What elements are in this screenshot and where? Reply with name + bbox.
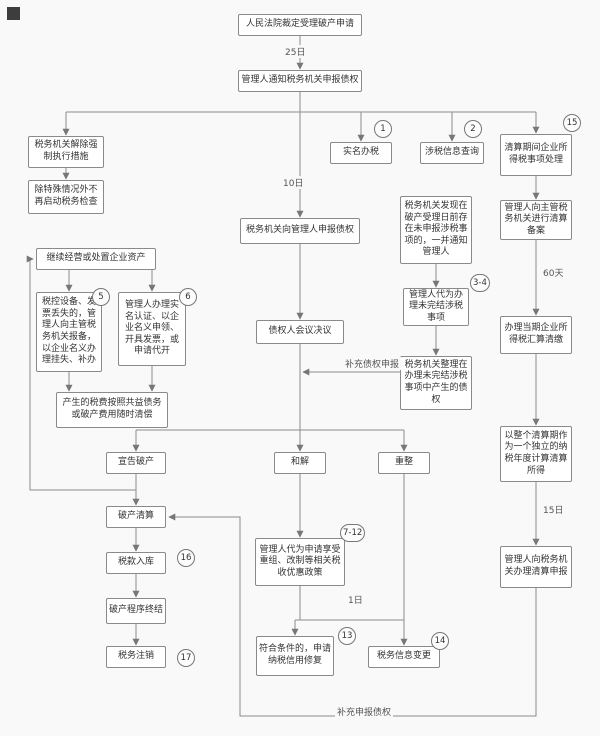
node-tax-to-treasury: 税款入库 bbox=[106, 552, 166, 574]
edge-label-60-days: 60天 bbox=[541, 266, 566, 279]
badge-6: 6 bbox=[179, 288, 197, 306]
badge-17: 17 bbox=[177, 649, 195, 667]
badge-15: 15 bbox=[563, 114, 581, 132]
node-tax-info-query: 涉税信息查询 bbox=[420, 142, 484, 164]
node-court-ruling: 人民法院裁定受理破产申请 bbox=[238, 14, 362, 36]
node-annual-settlement: 办理当期企业所得税汇算清缴 bbox=[500, 316, 572, 354]
node-creditors-meeting: 债权人会议决议 bbox=[256, 320, 344, 344]
node-liquidation-income: 以整个清算期作为一个独立的纳税年度计算清算所得 bbox=[500, 426, 572, 482]
badge-16: 16 bbox=[177, 549, 195, 567]
node-liquidation-filing: 管理人向主管税务机关进行清算备案 bbox=[500, 200, 572, 240]
edge-label-25-days: 25日 bbox=[283, 45, 308, 58]
node-fees-clear: 产生的税费按照共益债务或破产费用随时清偿 bbox=[56, 392, 168, 428]
edge-label-supplement-declare: 补充申报债权 bbox=[335, 705, 394, 718]
node-continue-operate: 继续经营或处置企业资产 bbox=[36, 248, 156, 270]
node-tax-declare-to-admin: 税务机关向管理人申报债权 bbox=[240, 218, 360, 244]
node-equipment-loss: 税控设备、发票丢失的，管理人向主管税务机关报备，以企业名义办理挂失、补办 bbox=[36, 292, 102, 372]
node-declare-bankruptcy: 宣告破产 bbox=[106, 452, 166, 474]
badge-7-12: 7-12 bbox=[340, 524, 366, 542]
badge-2: 2 bbox=[464, 120, 482, 138]
node-bankruptcy-liquidation: 破产清算 bbox=[106, 506, 166, 528]
edge-label-1-day: 1日 bbox=[346, 593, 365, 606]
node-tax-info-change: 税务信息变更 bbox=[368, 646, 440, 668]
node-tax-discover: 税务机关发现在破产受理日前存在未申报涉税事项的，一并通知管理人 bbox=[400, 196, 472, 264]
corner-artifact bbox=[7, 7, 20, 20]
badge-5: 5 bbox=[92, 288, 110, 306]
edge-label-10-days: 10日 bbox=[281, 176, 306, 189]
edge-label-15-days: 15日 bbox=[541, 503, 566, 516]
node-procedure-end: 破产程序终结 bbox=[106, 598, 166, 624]
node-no-inspection: 除特殊情况外不再启动税务检查 bbox=[28, 180, 104, 214]
badge-1: 1 bbox=[374, 120, 392, 138]
edge-label-supplement-claim: 补充债权申报 bbox=[343, 357, 402, 370]
node-tax-organize-claims: 税务机关整理在办理未完结涉税事项中产生的债权 bbox=[400, 356, 472, 410]
node-lift-enforcement: 税务机关解除强制执行措施 bbox=[28, 136, 104, 168]
node-admin-handle-unfinished: 管理人代为办理未完结涉税事项 bbox=[403, 288, 469, 326]
node-liquidation-period-tax: 清算期间企业所得税事项处理 bbox=[500, 134, 572, 176]
badge-3-4: 3-4 bbox=[470, 274, 490, 292]
node-notify-tax: 管理人通知税务机关申报债权 bbox=[238, 70, 362, 92]
node-reconciliation: 和解 bbox=[274, 452, 326, 474]
badge-13: 13 bbox=[338, 627, 356, 645]
node-real-name-tax: 实名办税 bbox=[330, 142, 392, 164]
node-liquidation-declare: 管理人向税务机关办理清算申报 bbox=[500, 546, 572, 588]
node-credit-repair: 符合条件的，申请纳税信用修复 bbox=[256, 636, 334, 676]
node-invoice-apply: 管理人办理实名认证、以企业名义申领、开具发票，或申请代开 bbox=[118, 292, 186, 366]
node-preferential-policy: 管理人代为申请享受重组、改制等相关税收优惠政策 bbox=[255, 538, 345, 586]
badge-14: 14 bbox=[431, 632, 449, 650]
node-reorganization: 重整 bbox=[378, 452, 430, 474]
node-tax-deregister: 税务注销 bbox=[106, 646, 166, 668]
